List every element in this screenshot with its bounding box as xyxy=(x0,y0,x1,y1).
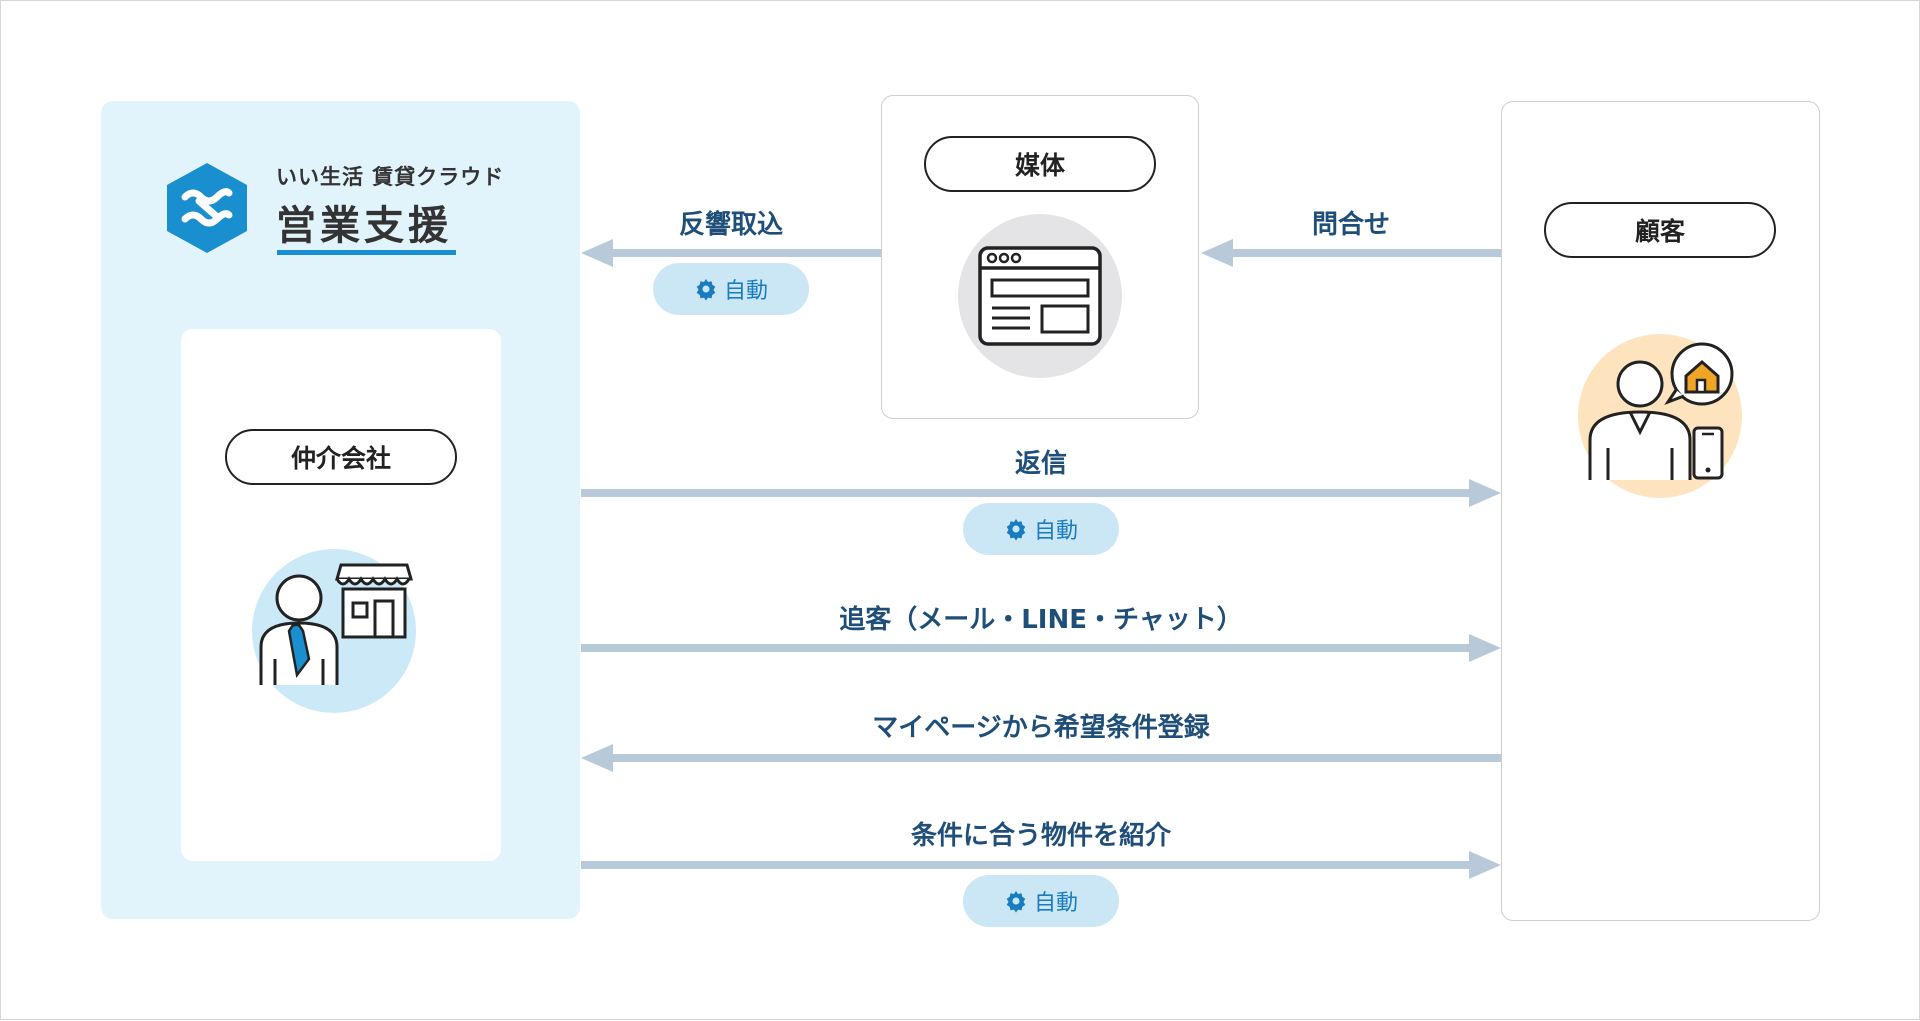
flow-label-mypage: マイページから希望条件登録 xyxy=(872,713,1210,743)
arrow-followup xyxy=(581,634,1501,662)
gear-icon xyxy=(1006,519,1026,541)
auto-badge-introduce: 自動 xyxy=(963,875,1119,927)
arrow-import xyxy=(581,239,881,267)
customer-box: 顧客 xyxy=(1501,101,1820,921)
gear-icon xyxy=(1006,891,1026,913)
flow-label-import: 反響取込 xyxy=(678,210,784,240)
media-box: 媒体 xyxy=(881,95,1199,419)
gear-icon xyxy=(696,279,716,301)
customer-person-phone-house-icon xyxy=(1578,334,1742,498)
brand-logo-icon xyxy=(167,163,247,253)
logo-title: 営業支援 xyxy=(276,203,452,249)
auto-badge-reply-label: 自動 xyxy=(1033,519,1078,544)
broker-label: 仲介会社 xyxy=(225,429,457,485)
arrow-inquiry xyxy=(1201,239,1501,267)
browser-window-icon xyxy=(958,214,1122,378)
broker-card: 仲介会社 xyxy=(181,329,501,861)
auto-badge-import: 自動 xyxy=(653,263,809,315)
flow-label-followup: 追客（メール・LINE・チャット） xyxy=(839,605,1243,635)
broker-person-shop-icon xyxy=(252,549,416,713)
auto-badge-import-label: 自動 xyxy=(723,279,768,304)
logo-subtitle: いい生活 賃貸クラウド xyxy=(276,165,505,189)
flow-label-inquiry: 問合せ xyxy=(1311,210,1391,240)
media-label: 媒体 xyxy=(924,136,1156,192)
arrow-reply xyxy=(581,479,1501,507)
flow-label-introduce: 条件に合う物件を紹介 xyxy=(910,821,1172,851)
auto-badge-reply: 自動 xyxy=(963,503,1119,555)
auto-badge-introduce-label: 自動 xyxy=(1033,891,1078,916)
sales-support-panel: いい生活 賃貸クラウド 営業支援 仲介会社 xyxy=(101,101,580,919)
flow-label-reply: 返信 xyxy=(1014,449,1068,479)
arrow-mypage xyxy=(581,744,1501,772)
logo-underline xyxy=(277,250,456,255)
customer-label: 顧客 xyxy=(1544,202,1776,258)
arrow-introduce xyxy=(581,851,1501,879)
